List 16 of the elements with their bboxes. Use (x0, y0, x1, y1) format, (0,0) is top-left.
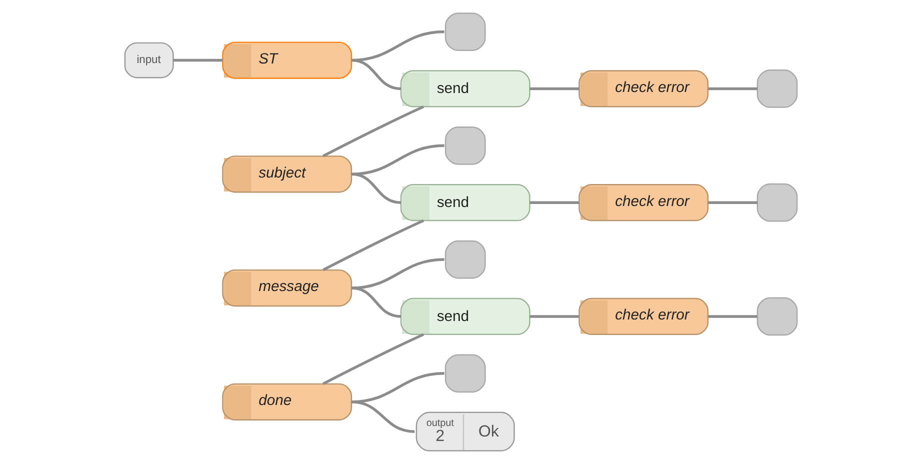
connector (322, 105, 424, 158)
connector (529, 87, 579, 90)
connector (707, 315, 757, 318)
connector (350, 172, 401, 204)
connector (707, 201, 757, 204)
connector (350, 258, 444, 290)
connector (322, 219, 424, 272)
connector (322, 333, 424, 385)
connector (350, 58, 401, 90)
connector (350, 400, 414, 433)
connector (172, 58, 222, 62)
connector (350, 144, 444, 176)
connector (707, 87, 757, 90)
connector (529, 201, 579, 204)
connector (350, 286, 401, 318)
connector (529, 315, 579, 318)
